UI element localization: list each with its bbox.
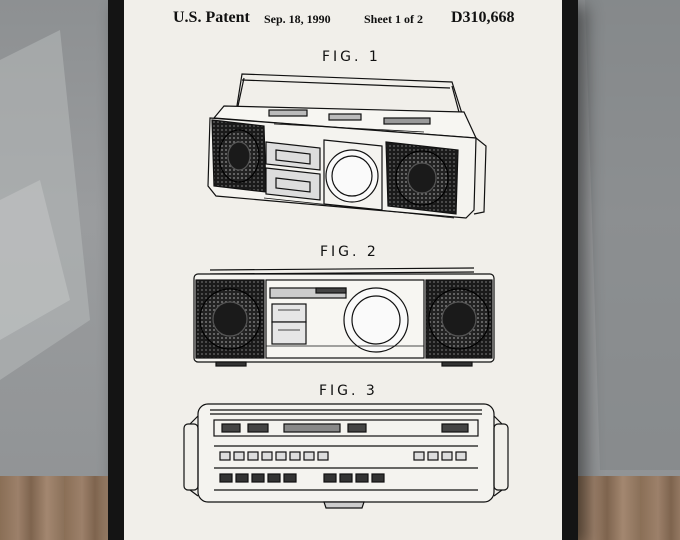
sheet-number: Sheet 1 of 2 xyxy=(364,12,423,26)
patent-title: U.S. Patent xyxy=(173,9,250,26)
patent-date: Sep. 18, 1990 xyxy=(264,12,331,26)
fig-3-label: FIG. 3 xyxy=(319,383,378,399)
boombox-front-drawing xyxy=(193,267,495,367)
patent-number: D310,668 xyxy=(451,9,515,26)
fig-2-label: FIG. 2 xyxy=(320,244,379,260)
fig-1-label: FIG. 1 xyxy=(322,49,381,65)
boombox-perspective-drawing xyxy=(207,73,487,219)
patent-poster: U.S. Patent Sep. 18, 1990 Sheet 1 of 2 D… xyxy=(124,0,562,540)
boombox-top-drawing xyxy=(183,403,509,509)
patent-drawings xyxy=(183,73,509,509)
